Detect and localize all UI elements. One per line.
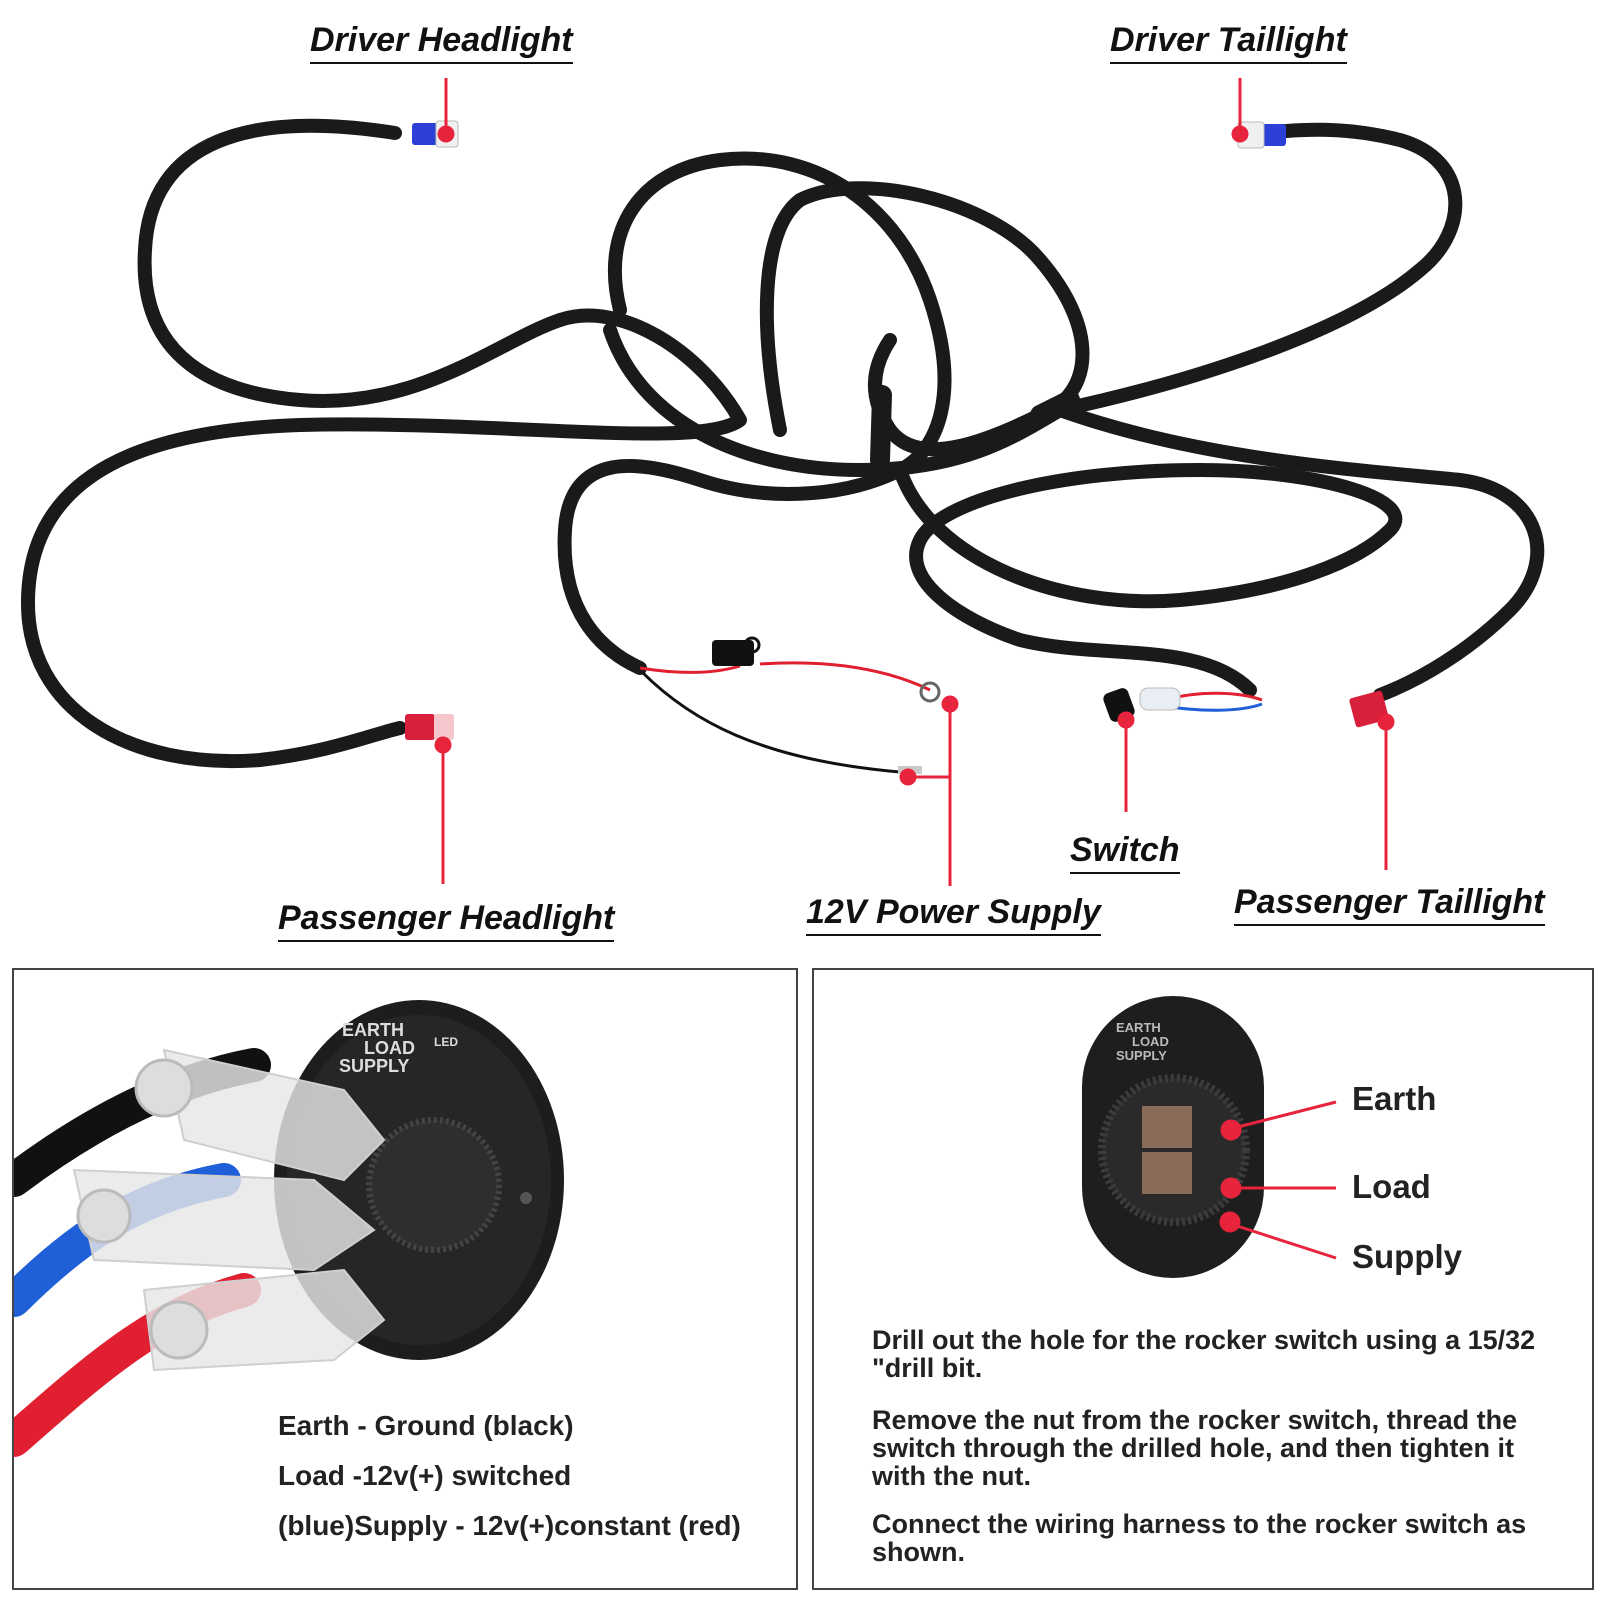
face-load-text: LOAD <box>364 1038 415 1058</box>
ring-terminal <box>919 681 941 703</box>
driver-taillight-label: Driver Taillight <box>1110 20 1347 64</box>
face-earth-text-2: EARTH <box>1116 1020 1161 1035</box>
instruction-drill: Drill out the hole for the rocker switch… <box>872 1325 1536 1383</box>
passenger-headlight-connector <box>405 714 435 740</box>
switch-nut <box>1098 1074 1250 1226</box>
face-load-text-2: LOAD <box>1132 1034 1169 1049</box>
terminal-pointers <box>1219 1100 1337 1260</box>
switch-wiring-photo-panel: EARTH LOAD SUPPLY LED Earth - Ground (bl… <box>12 968 798 1590</box>
legend-supply: (blue)Supply - 12v(+)constant (red) <box>278 1510 741 1541</box>
threaded-nut <box>366 1117 502 1253</box>
terminal-earth-label: Earth <box>1352 1080 1437 1117</box>
pointers <box>434 78 1395 886</box>
power-supply-label: 12V Power Supply <box>806 892 1101 936</box>
instruction-connect: Connect the wiring harness to the rocker… <box>872 1509 1527 1567</box>
terminal-load-label: Load <box>1352 1168 1431 1205</box>
legend-load: Load -12v(+) switched <box>278 1460 572 1491</box>
passenger-taillight-label: Passenger Taillight <box>1234 882 1545 926</box>
driver-headlight-connector <box>412 123 438 145</box>
face-supply-text: SUPPLY <box>339 1056 409 1076</box>
passenger-headlight-label: Passenger Headlight <box>278 898 615 942</box>
harness-loom <box>20 118 1545 768</box>
switch-pigtail <box>1103 687 1263 722</box>
fuse-cap-ring <box>743 636 761 654</box>
switch-back-illustration: EARTH LOAD SUPPLY <box>1082 996 1337 1278</box>
switch-terminal-panel: EARTH LOAD SUPPLY Earth Load Supply Dril… <box>812 968 1594 1590</box>
load-terminal <box>1142 1152 1192 1194</box>
passenger-headlight-connector-tip <box>434 714 454 740</box>
driver-taillight-connector <box>1262 124 1286 146</box>
instruction-mount: Remove the nut from the rocker switch, t… <box>872 1405 1518 1491</box>
face-led-text: LED <box>434 1035 458 1049</box>
legend-earth: Earth - Ground (black) <box>278 1410 574 1441</box>
switch-label: Switch <box>1070 830 1180 874</box>
driver-headlight-label: Driver Headlight <box>310 20 573 64</box>
switch-terminal-sleeves <box>1139 687 1181 711</box>
terminal-supply-label: Supply <box>1352 1238 1463 1275</box>
earth-terminal <box>1142 1106 1192 1148</box>
switch-closeup-illustration: EARTH LOAD SUPPLY LED <box>14 1000 564 1457</box>
fuse-holder <box>712 640 754 666</box>
bezel-hole <box>520 1192 532 1204</box>
face-supply-text-2: SUPPLY <box>1116 1048 1167 1063</box>
power-leads <box>639 636 941 774</box>
face-earth-text: EARTH <box>342 1020 404 1040</box>
wiring-harness-diagram <box>20 78 1545 886</box>
